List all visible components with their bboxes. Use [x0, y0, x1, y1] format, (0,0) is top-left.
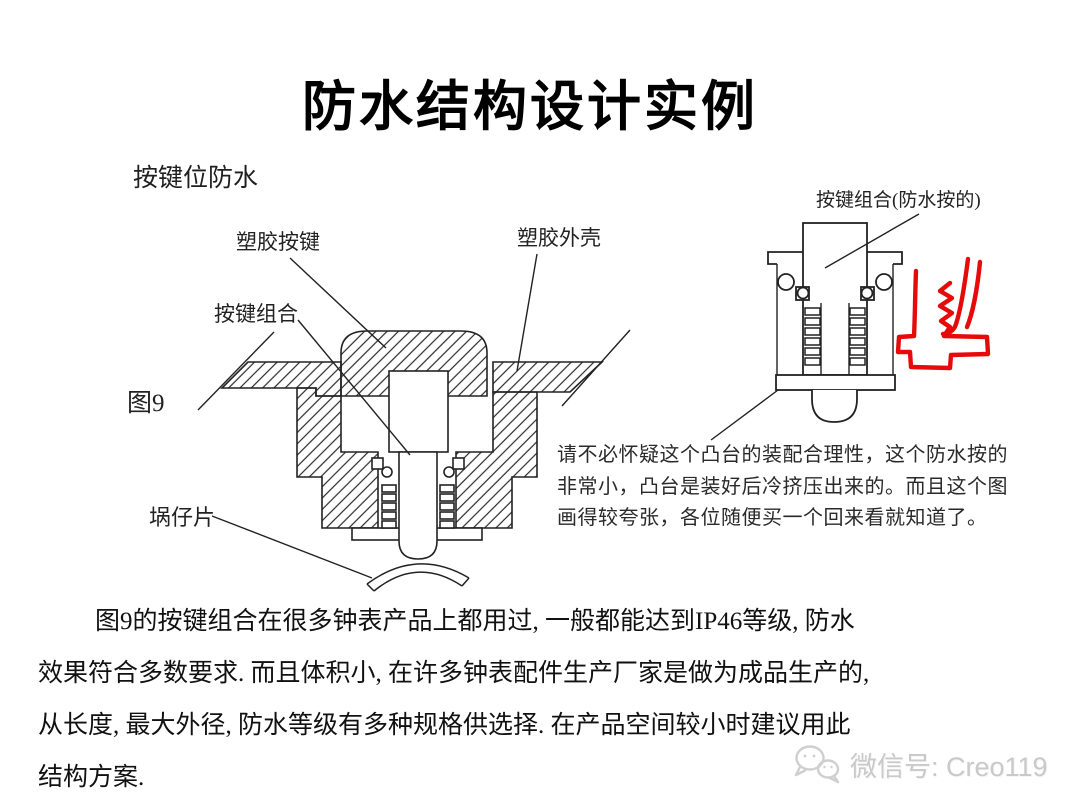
- spring-coils: [381, 484, 455, 529]
- leader-line-label: [824, 213, 920, 269]
- note-text: 请不必怀疑这个凸台的装配合理性，这个防水按的 非常小，凸台是装好后冷挤压出来的。…: [557, 444, 1008, 529]
- leader-lines-left: [211, 253, 538, 579]
- red-annotation-sketch: [895, 256, 991, 371]
- page-title: 防水结构设计实例: [302, 77, 758, 137]
- leader-line-note: [710, 389, 779, 441]
- metal-dome: [366, 563, 470, 592]
- break-line-left: [197, 331, 275, 411]
- label-button-assembly: 按键组合: [214, 302, 298, 326]
- wechat-icon: [794, 745, 840, 784]
- left-section-diagram: [197, 253, 631, 592]
- right-section-diagram: [710, 213, 920, 441]
- body-paragraph: 图9的按键组合在很多钟表产品上都用过, 一般都能达到IP46等级, 防水 效果符…: [38, 608, 870, 791]
- page-subtitle: 按键位防水: [133, 165, 259, 192]
- spring-coils: [804, 307, 866, 366]
- label-plastic-button: 塑胶按键: [236, 230, 320, 254]
- label-button-assembly-waterproof: 按键组合(防水按的): [816, 190, 981, 211]
- watermark: 微信号: Creo119: [793, 744, 1048, 784]
- break-line-right: [561, 329, 631, 407]
- label-plastic-shell: 塑胶外壳: [517, 226, 601, 250]
- label-figure-9: 图9: [127, 390, 165, 417]
- watermark-text: 微信号: Creo119: [850, 751, 1048, 782]
- label-dome-sheet: 埚仔片: [149, 505, 216, 530]
